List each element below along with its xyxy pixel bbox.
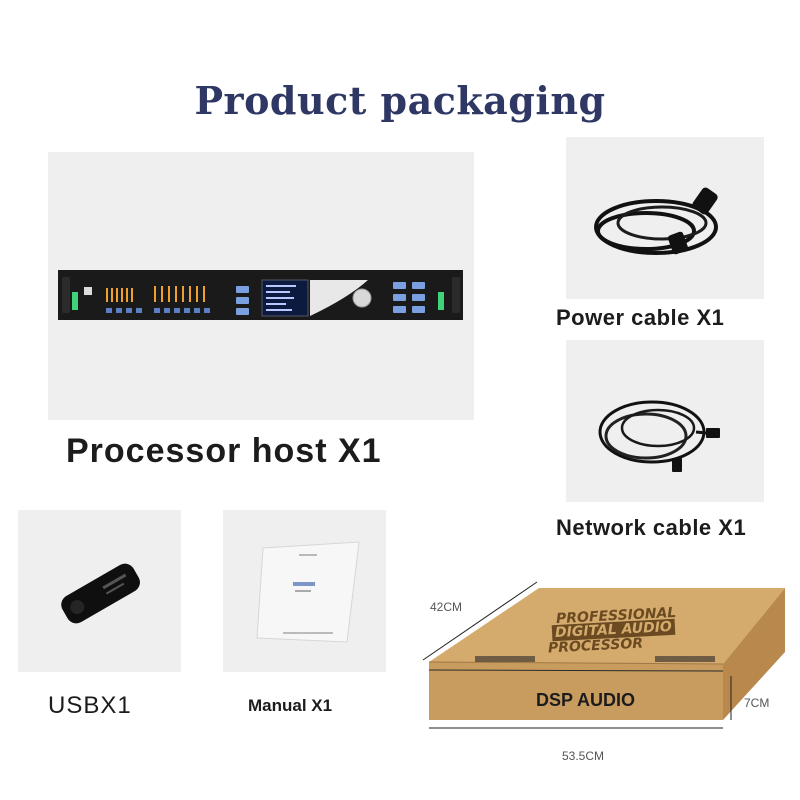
box-width-label: 53.5CM: [562, 749, 605, 763]
network-cable-label: Network cable X1: [556, 515, 747, 540]
manual-panel: [223, 510, 386, 672]
manual-label: Manual X1: [248, 696, 333, 715]
box-height-label: 7CM: [744, 696, 770, 710]
usb-image: [61, 563, 140, 624]
box-illustration: [422, 581, 785, 729]
power-cable-panel: [566, 137, 764, 299]
power-cable-label: Power cable X1: [556, 305, 725, 330]
manual-image: [256, 541, 360, 643]
processor-label: Processor host X1: [66, 432, 382, 470]
box-side-text: DSP AUDIO: [536, 690, 636, 710]
network-cable-panel: [566, 340, 764, 502]
usb-label: USBX1: [48, 692, 132, 719]
usb-panel: [18, 510, 181, 672]
page-title: Product packaging: [194, 78, 606, 123]
box-depth-label: 42CM: [430, 600, 463, 614]
network-cable-image: [598, 400, 720, 472]
processor-panel: [48, 152, 474, 420]
power-cable-image: [594, 187, 718, 255]
processor-image: [58, 270, 463, 320]
